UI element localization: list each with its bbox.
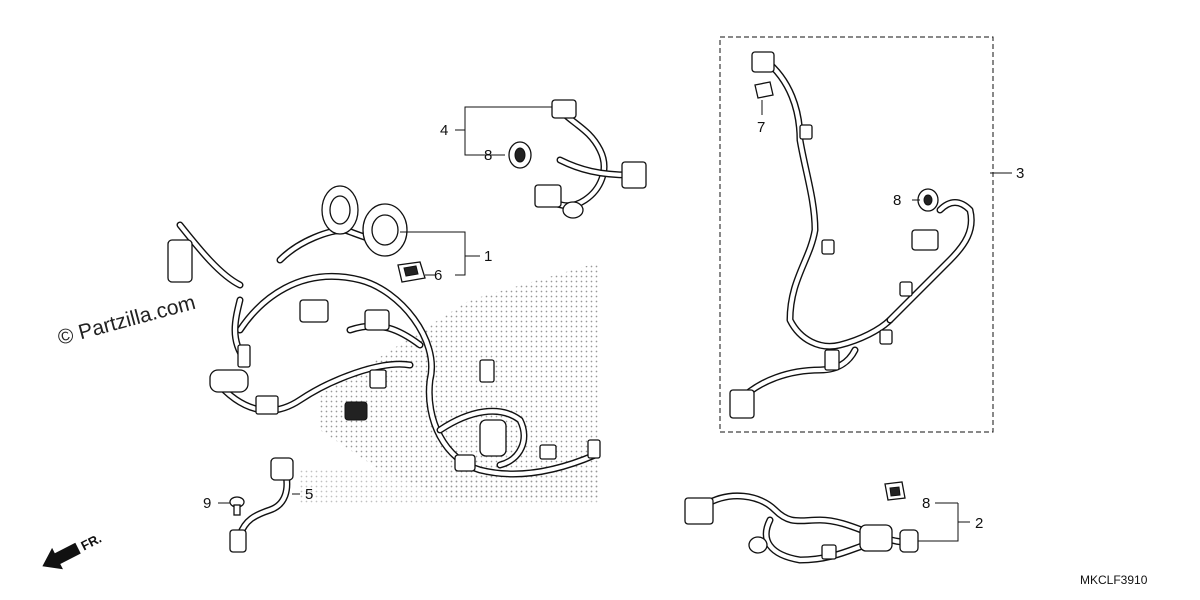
callout-8-middle: 8	[893, 192, 901, 209]
callout-9: 9	[203, 495, 211, 512]
clip-7[interactable]	[754, 81, 774, 99]
sub-harness-2[interactable]	[684, 492, 919, 564]
callout-4: 4	[440, 122, 448, 139]
callout-2: 2	[975, 515, 983, 532]
grommet-8-lower[interactable]	[884, 481, 906, 501]
bolt-9[interactable]	[229, 496, 245, 516]
harness-1-connectors	[167, 185, 601, 472]
figure-code: MKCLF3910	[1080, 573, 1148, 587]
callout-5: 5	[305, 486, 313, 503]
part-3-group-box	[719, 36, 994, 433]
grommet-8-upper[interactable]	[508, 141, 532, 169]
callout-7: 7	[757, 119, 765, 136]
callout-8-upper: 8	[484, 147, 492, 164]
callout-8-lower: 8	[922, 495, 930, 512]
grommet-8-middle[interactable]	[917, 188, 939, 212]
callout-3: 3	[1016, 165, 1024, 182]
watermark-text: © Partzilla.com	[55, 291, 198, 350]
callout-1: 1	[484, 248, 492, 265]
leader-lines	[218, 100, 1012, 542]
direction-label: FR.	[78, 531, 103, 554]
background-logo	[300, 262, 600, 505]
front-direction-arrow: FR.	[42, 531, 104, 570]
sub-harness-3[interactable]	[729, 51, 975, 419]
main-wire-harness[interactable]	[167, 185, 601, 478]
callout-6: 6	[434, 267, 442, 284]
sensor-lead-5[interactable]	[229, 457, 294, 553]
clip-6[interactable]	[397, 261, 426, 283]
sub-harness-4[interactable]	[534, 99, 647, 219]
